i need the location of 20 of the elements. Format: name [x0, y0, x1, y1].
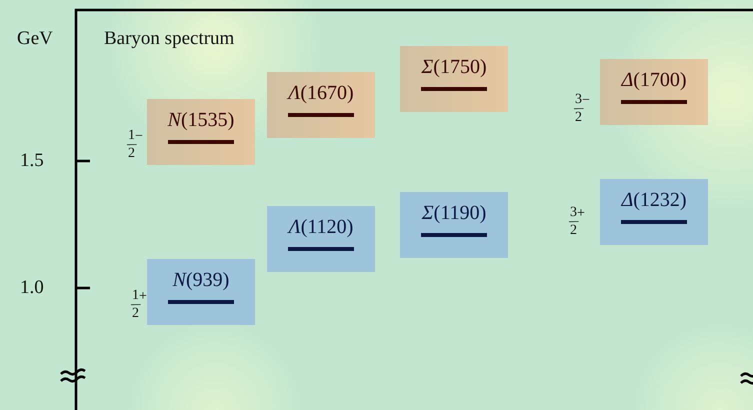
- baryon-state-box: [400, 192, 508, 258]
- particle-name: Λ(1120): [288, 216, 354, 238]
- particle-name: Δ(1232): [621, 189, 687, 211]
- baryon-state-box: [147, 259, 255, 325]
- baryon-state-box: [267, 206, 375, 272]
- baryon-state-box: [600, 59, 708, 125]
- particle-name: Δ(1700): [621, 69, 687, 91]
- particle-name: N(939): [172, 269, 230, 291]
- baryon-state-box: [400, 46, 508, 112]
- particle-name: Λ(1670): [288, 82, 354, 104]
- particle-name: Σ(1190): [422, 202, 486, 224]
- baryon-state-box: [267, 72, 375, 138]
- particle-name: N(1535): [168, 109, 234, 131]
- baryon-state-box: [147, 99, 255, 165]
- diagram-title: Baryon spectrum: [104, 28, 234, 50]
- axis-unit-label: GeV: [17, 28, 53, 50]
- axis-tick-label: 1.5: [20, 150, 44, 172]
- baryon-state-box: [600, 179, 708, 245]
- axis-tick-label: 1.0: [20, 277, 44, 299]
- particle-name: Σ(1750): [421, 56, 487, 78]
